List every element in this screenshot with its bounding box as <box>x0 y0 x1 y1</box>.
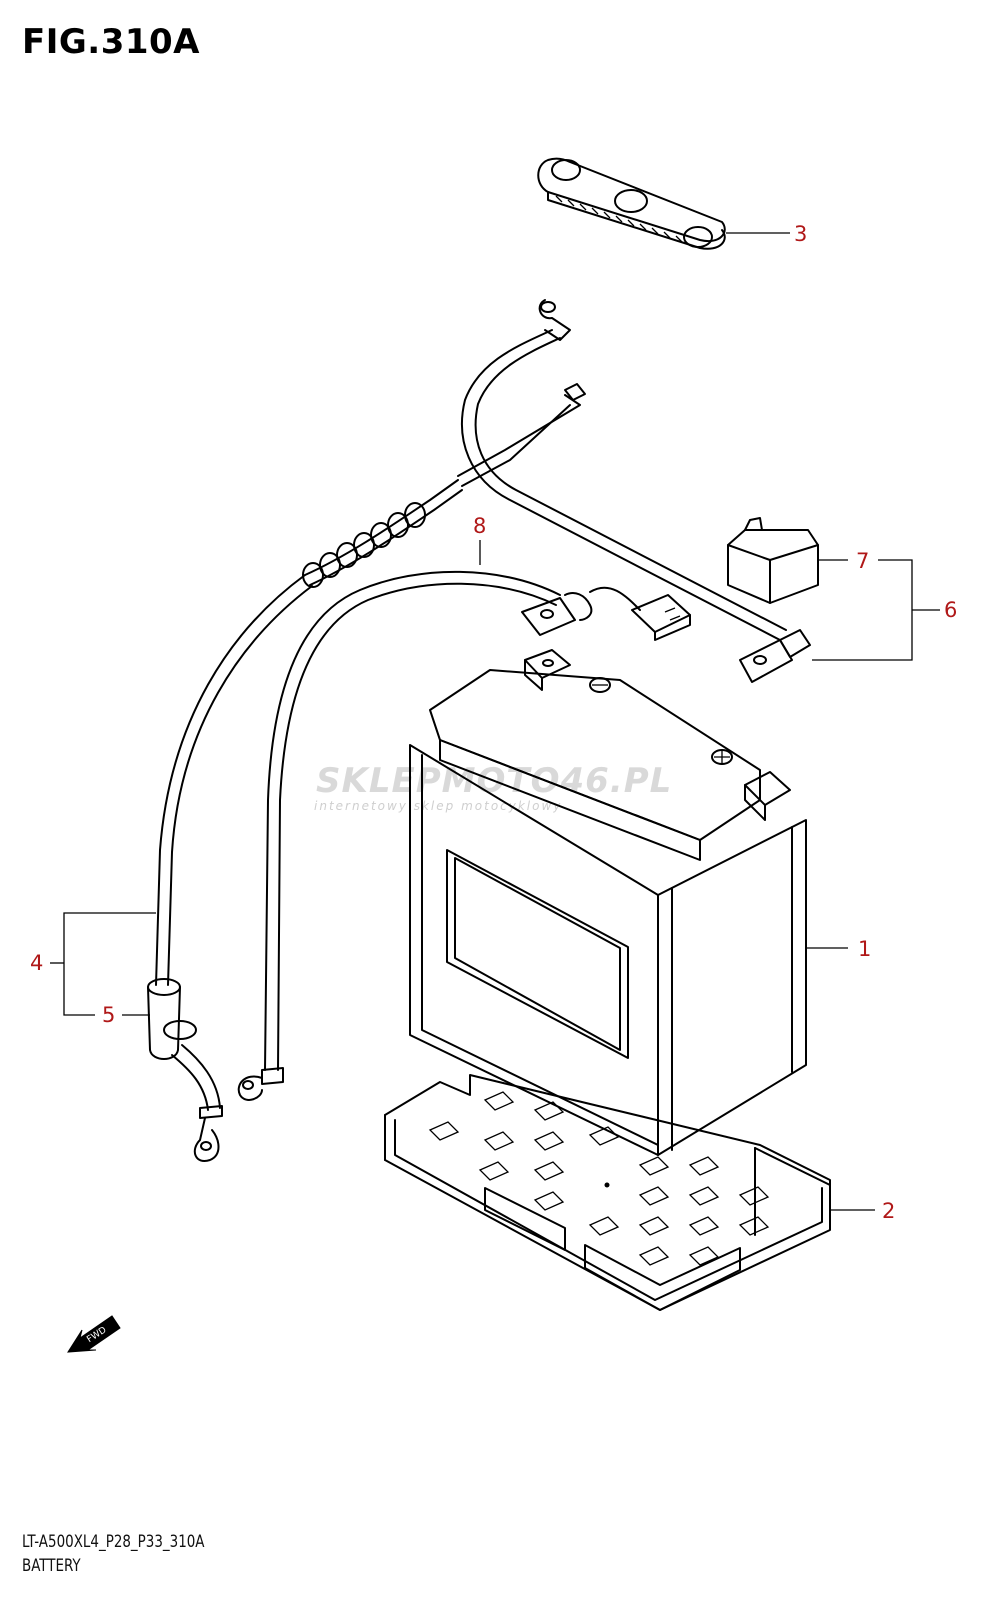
battery-tray-part[interactable] <box>384 1074 831 1311</box>
battery-part[interactable] <box>409 649 807 1156</box>
callout-4[interactable]: 4 <box>30 951 43 975</box>
callout-3[interactable]: 3 <box>794 222 807 246</box>
leader-lines <box>50 232 940 1211</box>
lead-wire-part[interactable] <box>155 299 811 986</box>
callouts: 1 2 3 4 5 6 7 8 <box>30 222 957 1223</box>
figure-code: LT-A500XL4_P28_P33_310A <box>22 1532 205 1552</box>
terminal-cover-part[interactable] <box>537 157 726 250</box>
fwd-arrow-icon: FWD <box>67 1315 121 1353</box>
callout-6[interactable]: 6 <box>944 598 957 622</box>
callout-8[interactable]: 8 <box>473 514 486 538</box>
figure-name: BATTERY <box>22 1556 81 1576</box>
callout-7[interactable]: 7 <box>856 549 869 573</box>
figure-title: FIG.310A <box>22 22 200 62</box>
battery-lead-wire-part[interactable] <box>237 570 691 1101</box>
terminal-boot-part[interactable] <box>147 978 223 1162</box>
watermark: SKLEPMOTO46.PL internetowy sklep motocyk… <box>314 761 671 813</box>
callout-2[interactable]: 2 <box>882 1199 895 1223</box>
watermark-tagline: internetowy sklep motocyklowy <box>314 799 562 813</box>
callout-5[interactable]: 5 <box>102 1003 115 1027</box>
terminal-cap-part[interactable] <box>727 517 819 604</box>
callout-1[interactable]: 1 <box>858 937 871 961</box>
